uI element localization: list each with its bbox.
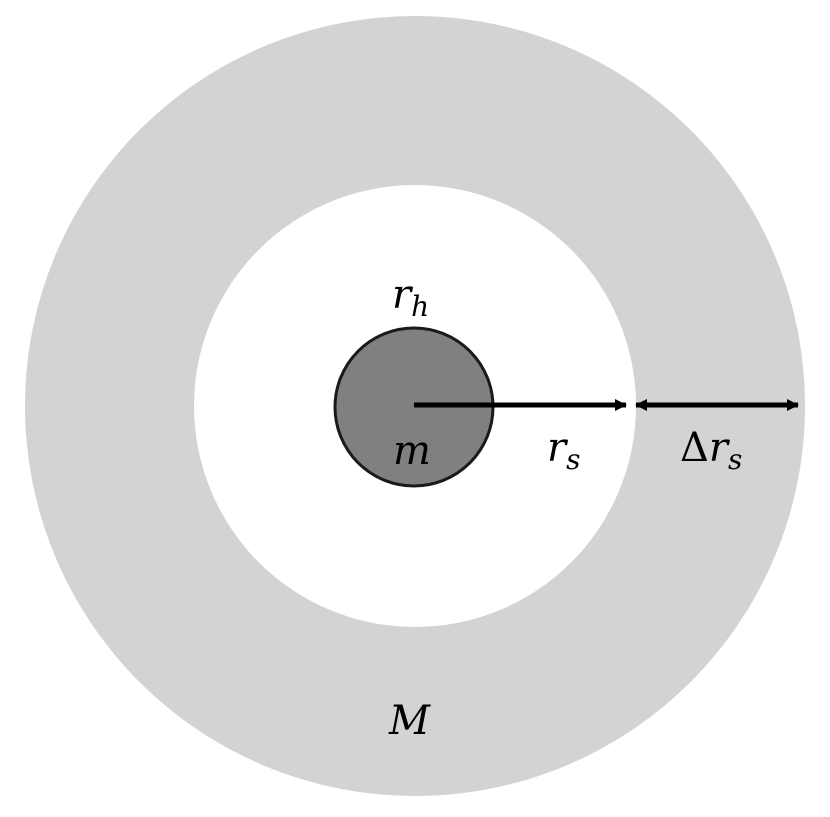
halo-radius-label: rh [392, 272, 429, 323]
shell-mass-label: M [388, 698, 431, 744]
shell-width-label: Δrs [680, 425, 742, 476]
inner-mass-label: m [393, 428, 431, 474]
shell-radius-label: rs [547, 425, 581, 476]
